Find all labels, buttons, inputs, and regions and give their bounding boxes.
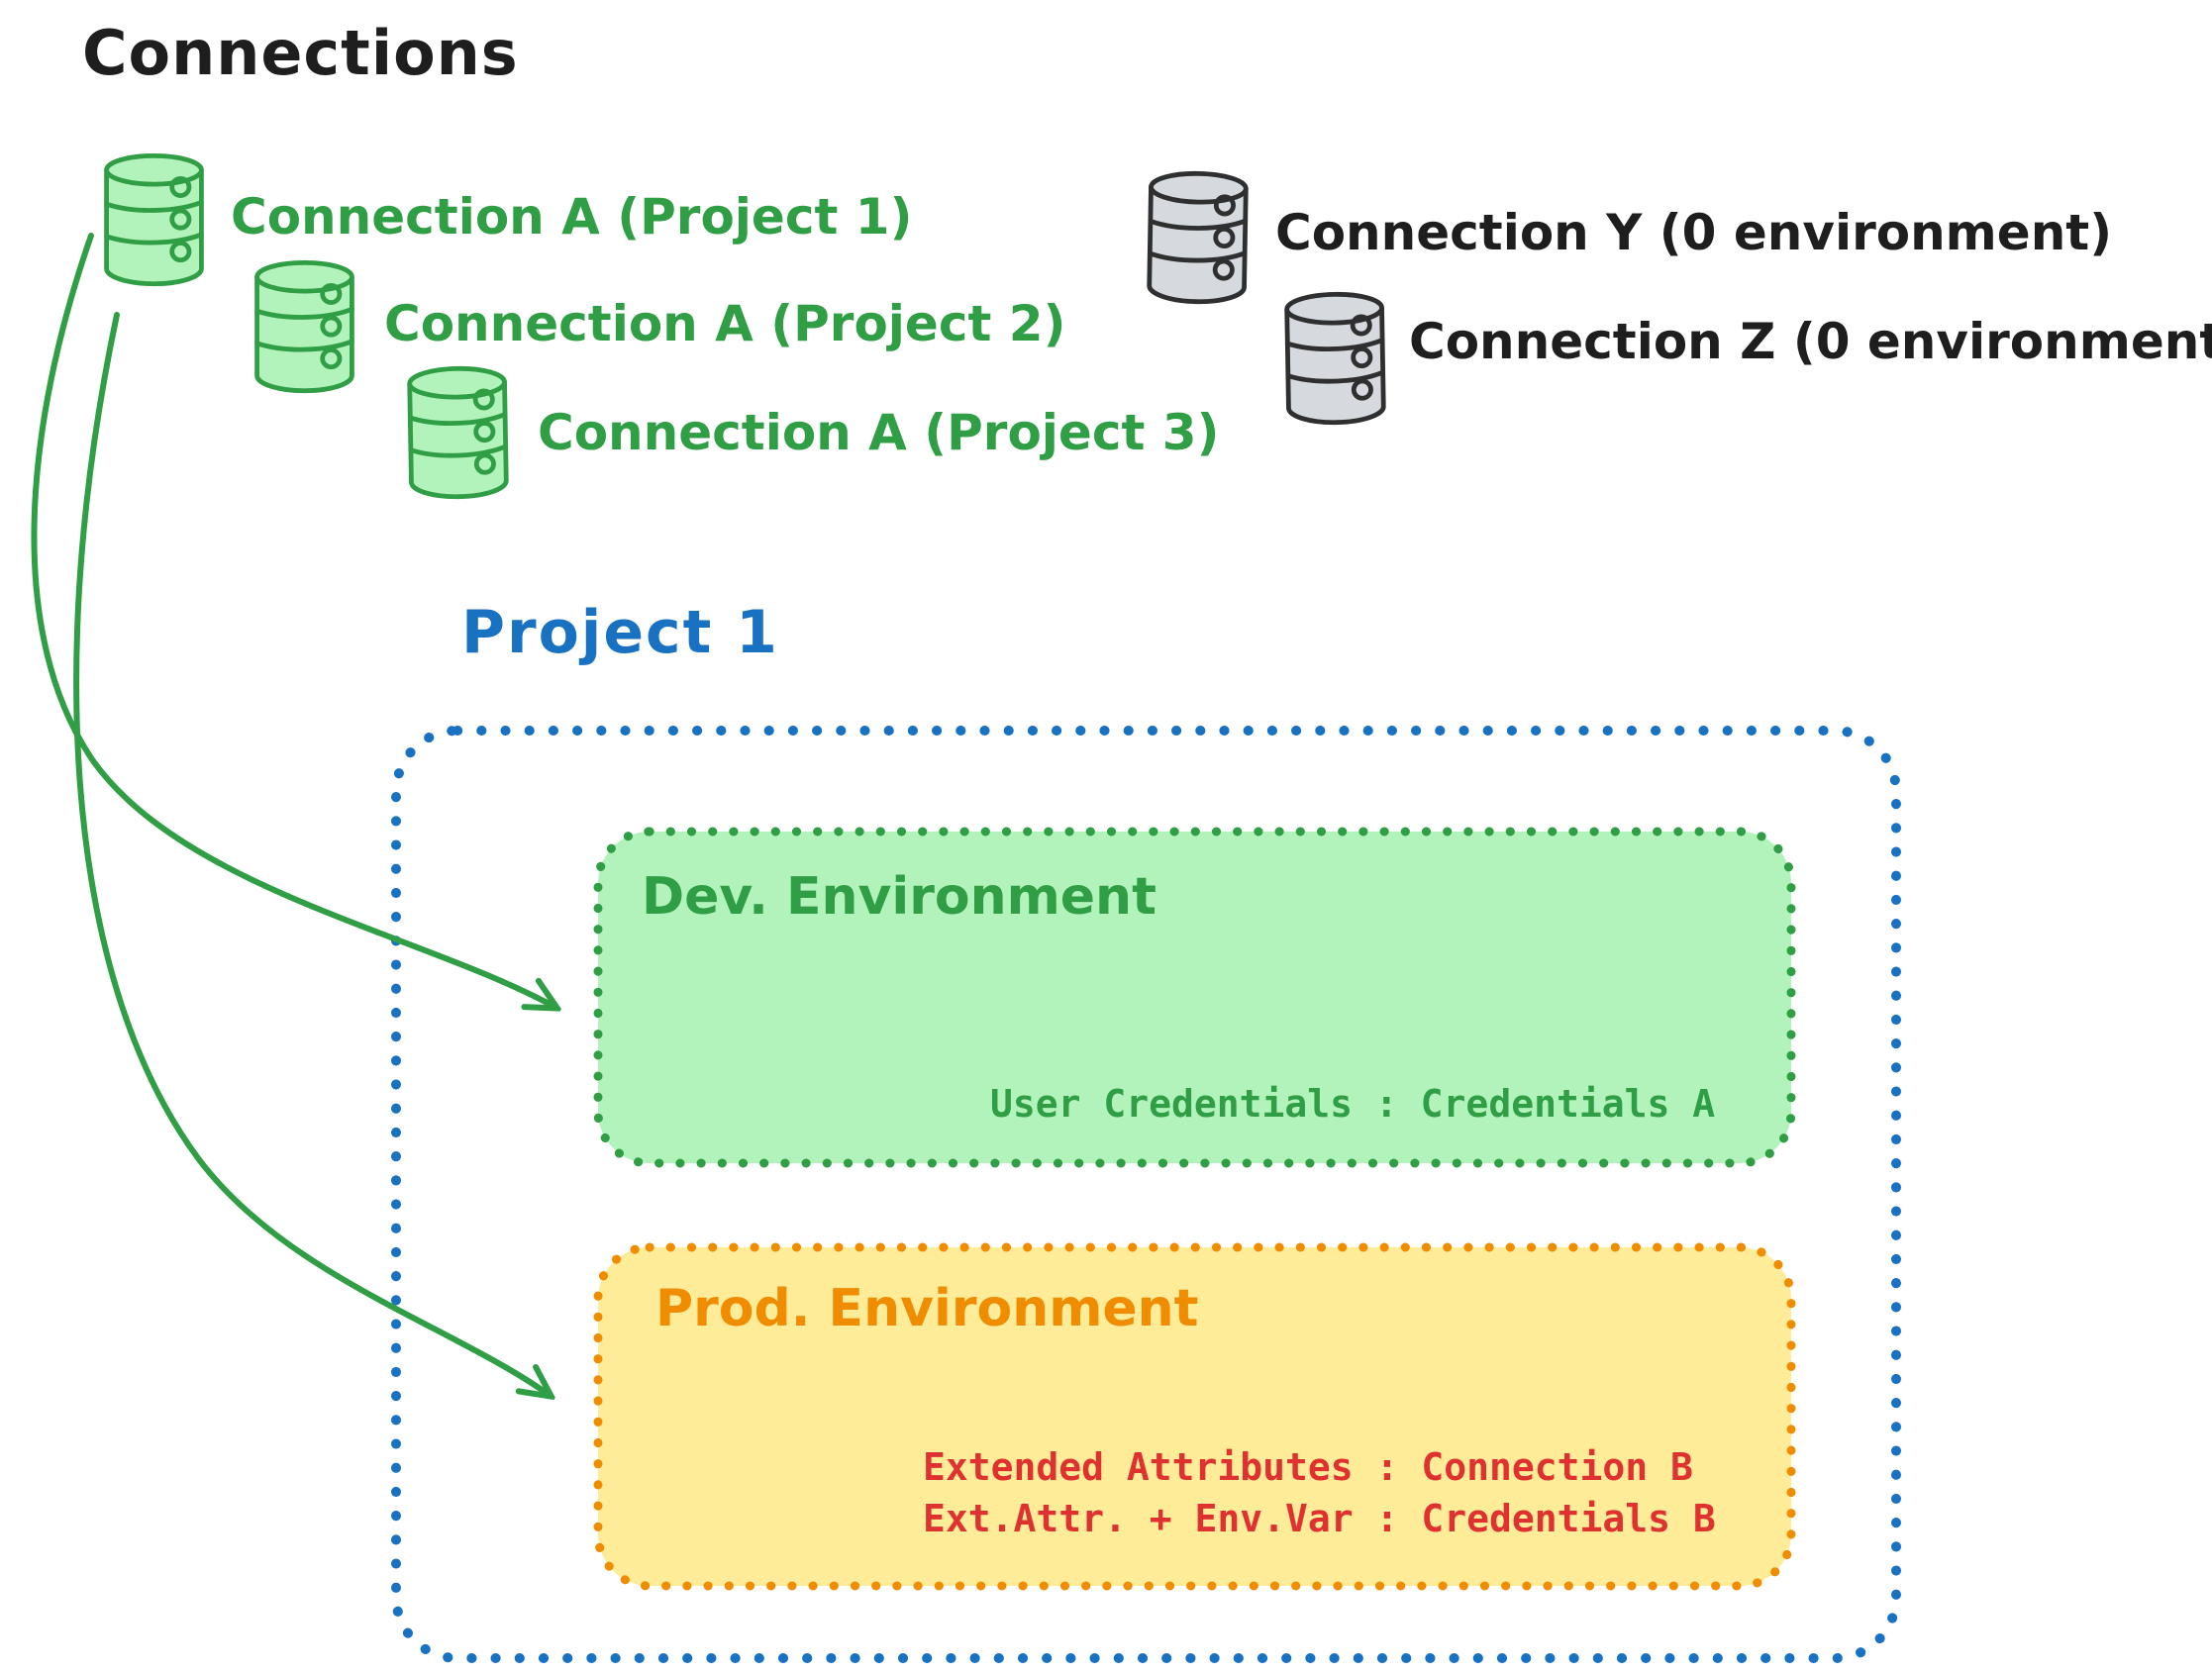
prod-environment-title: Prod. Environment (655, 1279, 1199, 1338)
connection-z-label: Connection Z (0 environment) (1409, 313, 2212, 370)
prod-environment-box (593, 1242, 1796, 1591)
connection-a-project-1-label: Connection A (Project 1) (231, 188, 913, 246)
prod-credentials-line-1: Extended Attributes : Connection B (923, 1445, 1693, 1489)
arrow-connection-a-to-prod-environment (73, 312, 551, 1396)
project-1-container (391, 726, 1901, 1663)
page-title: Connections (82, 17, 519, 89)
dev-environment-credentials: User Credentials : Credentials A (990, 1082, 1716, 1126)
dev-environment-title: Dev. Environment (642, 867, 1156, 927)
database-icon (104, 152, 204, 287)
connection-a-project-2-label: Connection A (Project 2) (384, 295, 1066, 352)
project-1-title: Project 1 (461, 598, 779, 667)
prod-credentials-line-2: Ext.Attr. + Env.Var : Credentials B (923, 1497, 1716, 1540)
prod-environment-credentials: Extended Attributes : Connection B Ext.A… (923, 1441, 1716, 1544)
database-icon (254, 259, 354, 394)
arrow-connection-a-to-dev-environment (31, 233, 556, 1008)
database-icon (407, 365, 509, 500)
database-icon (1284, 291, 1386, 426)
dev-environment-box (593, 827, 1796, 1168)
connection-a-project-3-label: Connection A (Project 3) (538, 404, 1220, 461)
database-icon (1147, 170, 1249, 305)
connection-y-label: Connection Y (0 environment) (1275, 204, 2113, 261)
